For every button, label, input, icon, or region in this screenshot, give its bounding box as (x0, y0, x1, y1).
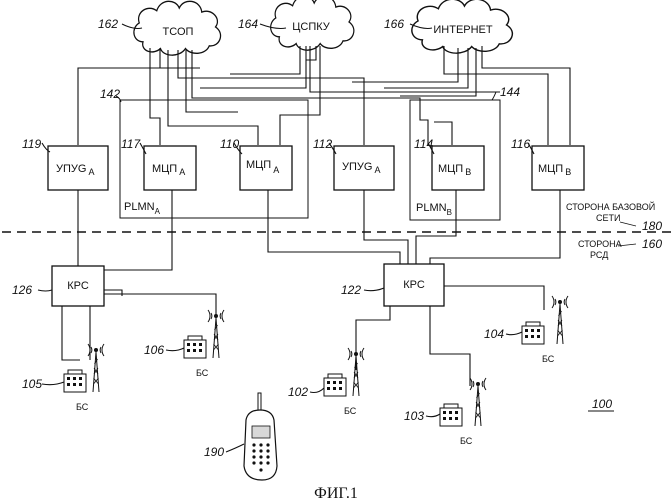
ref-label: 126 (12, 283, 32, 297)
system-ref-label: 100 (592, 397, 612, 411)
ref-label: 122 (341, 283, 361, 297)
figure-caption: ФИГ.1 (314, 485, 358, 500)
bsc-label: КРС (67, 280, 89, 292)
bs-label: БС (542, 354, 555, 364)
core-connections (78, 46, 570, 145)
cloud-label: ЦСПКУ (292, 21, 331, 33)
ref-label: 103 (404, 409, 424, 423)
plmn-a-label: PLMNA (124, 201, 161, 216)
cloud-ispdn: ЦСПКУ (271, 0, 354, 50)
bsc-label: КРС (403, 279, 425, 291)
base-station-105 (64, 344, 104, 392)
base-side-label-1: СТОРОНА БАЗОВОЙ (566, 201, 655, 212)
ref-label: 190 (204, 445, 224, 459)
ref-label: 116 (511, 137, 530, 151)
cloud-label: ТСОП (163, 26, 194, 38)
bs-label: БС (76, 402, 89, 412)
ref-label: 110 (220, 137, 239, 151)
rsd-side-label-2: РСД (590, 250, 608, 260)
ref-label: 144 (500, 85, 520, 99)
cloud-pstn: ТСОП (134, 1, 221, 55)
ref-label: 164 (238, 17, 258, 31)
ref-label: 114 (414, 137, 433, 151)
ref-label: 105 (22, 377, 42, 391)
base-station-102 (324, 348, 364, 396)
base-station-103 (440, 378, 486, 426)
access-connections (62, 190, 560, 386)
base-station-106 (184, 310, 224, 358)
ref-label: 162 (98, 17, 118, 31)
ref-label: 119 (22, 137, 41, 151)
base-side-label-2: СЕТИ (596, 213, 620, 223)
ref-label: 104 (484, 327, 504, 341)
bs-label: БС (460, 436, 473, 446)
ref-label: 160 (642, 237, 662, 251)
ref-label: 166 (384, 17, 404, 31)
rsd-side-label-1: СТОРОНА (578, 239, 622, 249)
mobile-phone-icon (244, 393, 277, 480)
bs-label: БС (344, 406, 357, 416)
ref-label: 106 (144, 343, 164, 357)
cloud-internet: ИНТЕРНЕТ (412, 0, 513, 53)
ref-label: 102 (288, 385, 308, 399)
ref-label: 117 (121, 137, 141, 151)
plmn-b-label: PLMNB (416, 202, 452, 217)
base-station-104 (522, 296, 568, 344)
ref-label: 142 (100, 87, 120, 101)
ref-label: 180 (642, 219, 662, 233)
bs-label: БС (196, 368, 209, 378)
cloud-label: ИНТЕРНЕТ (433, 24, 493, 36)
